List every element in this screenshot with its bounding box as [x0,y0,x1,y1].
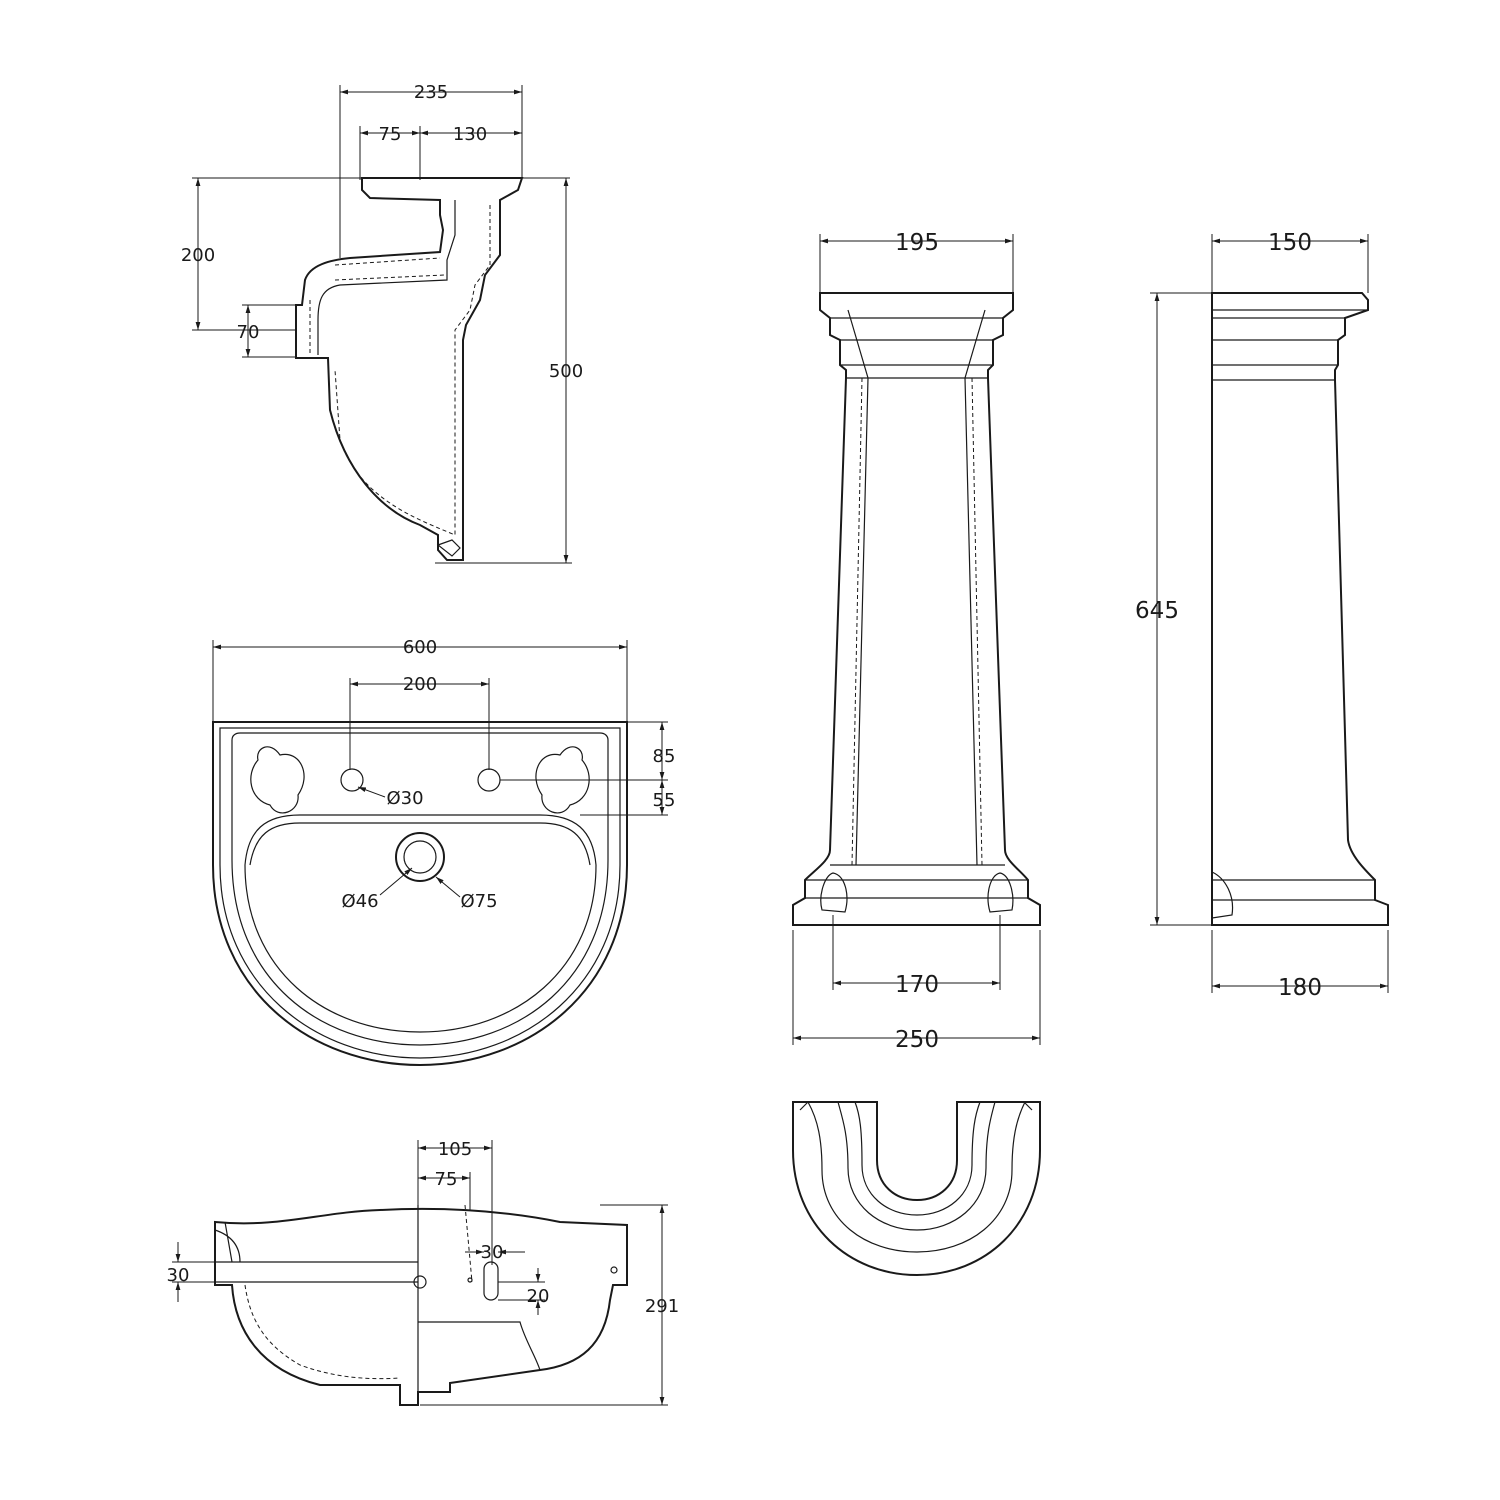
dim-235: 235 [414,82,448,103]
dim-20: 20 [527,1286,550,1307]
dim-30-overflow: 30 [481,1242,504,1263]
dim-250: 250 [895,1027,939,1053]
dim-waste-hole: Ø46 [341,891,378,912]
basin-side-elevation-view: 105 75 30 30 20 291 [167,1139,679,1406]
dim-tap-hole: Ø30 [386,788,423,809]
dim-30-rim: 30 [167,1265,190,1286]
basin-side-section-view: 235 75 130 200 70 500 [181,82,583,564]
dim-150: 150 [1268,230,1312,256]
dim-85: 85 [653,746,676,767]
dim-waste-outer: Ø75 [460,891,497,912]
dim-75: 75 [379,124,402,145]
dim-180: 180 [1278,975,1322,1001]
pedestal-plan-view [792,1101,1041,1277]
dim-55: 55 [653,790,676,811]
dim-195: 195 [895,230,939,256]
dim-170: 170 [895,972,939,998]
dim-70: 70 [237,322,260,343]
dim-291: 291 [645,1296,679,1317]
dim-200: 200 [181,245,215,266]
dim-75-elevation: 75 [435,1169,458,1190]
dim-200-centres: 200 [403,674,437,695]
basin-plan-view: 600 200 85 55 Ø30 Ø46 Ø75 [212,637,676,1067]
pedestal-front-view: 195 170 250 [792,230,1041,1053]
dim-645: 645 [1135,598,1179,624]
dim-500: 500 [549,361,583,382]
dim-600: 600 [403,637,437,658]
dim-130: 130 [453,124,487,145]
dim-105: 105 [438,1139,472,1160]
pedestal-side-view: 150 645 180 [1135,230,1389,1001]
